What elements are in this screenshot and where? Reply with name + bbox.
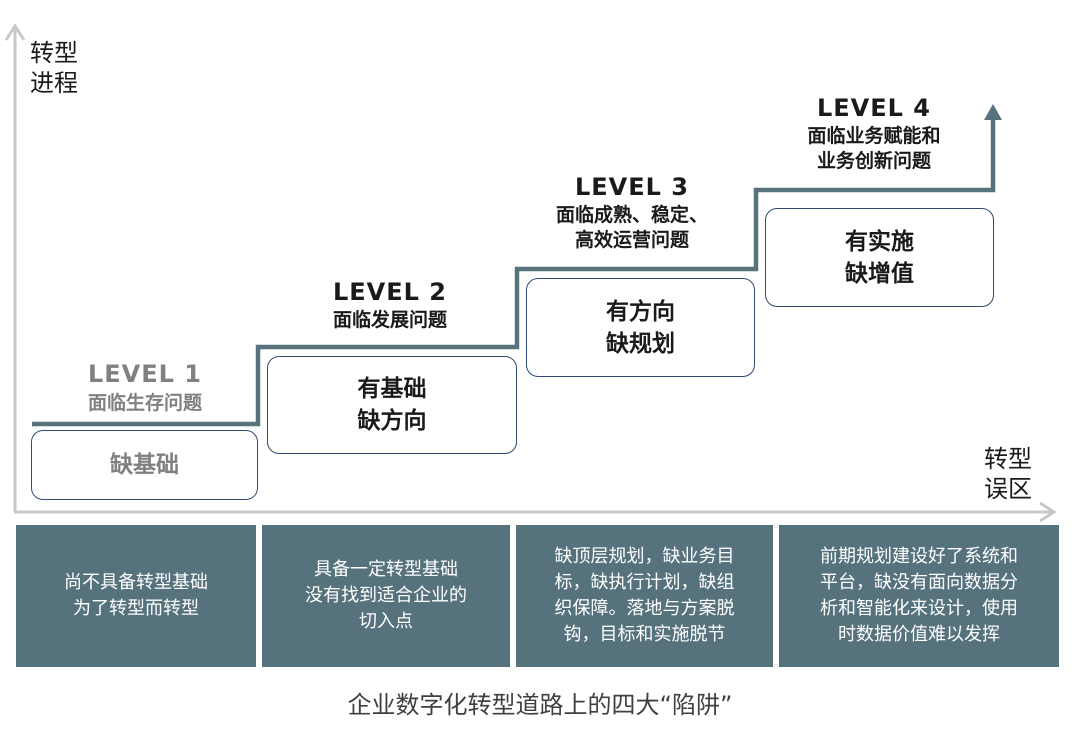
- level-1-title: LEVEL 1: [87, 360, 202, 388]
- y-axis-label: 转型 进程: [30, 38, 78, 98]
- level-2-box: 有基础 缺方向: [267, 356, 517, 454]
- level-2-box-line: 有基础: [357, 376, 427, 402]
- level-2-title: LEVEL 2: [332, 278, 447, 306]
- level-1-subtitle-line: 面临生存问题: [87, 392, 202, 414]
- level-4-box-line: 缺增值: [845, 260, 914, 287]
- level-4-title: LEVEL 4: [816, 94, 931, 122]
- level-2-subtitle: 面临发展问题: [265, 308, 515, 333]
- staircase-arrowhead: [984, 104, 1002, 120]
- panel-text-line: 为了转型而转型: [73, 598, 199, 619]
- level-3-box: 有方向 缺规划: [526, 278, 755, 377]
- y-axis-label-line: 进程: [30, 69, 78, 97]
- level-3-subtitle: 面临成熟、稳定、 高效运营问题: [517, 203, 747, 253]
- x-axis-label-line: 转型: [984, 445, 1032, 473]
- panel-text-line: 没有找到适合企业的: [305, 585, 467, 606]
- staircase-line: [32, 118, 996, 427]
- panel-level-4: 前期规划建设好了系统和 平台，缺没有面向数据分 析和智能化来设计，使用 时数据价…: [779, 525, 1059, 667]
- panel-level-3: 缺顶层规划，缺业务目 标，缺执行计划，缺组 织保障。落地与方案脱 钩，目标和实施…: [516, 525, 773, 667]
- level-4-subtitle-line: 业务创新问题: [816, 150, 931, 172]
- y-axis-arrowhead: [4, 23, 26, 41]
- level-2-subtitle-line: 面临发展问题: [332, 309, 447, 331]
- panel-text-line: 切入点: [359, 611, 413, 632]
- level-1-box: 缺基础: [31, 430, 258, 500]
- panel-text-line: 具备一定转型基础: [314, 559, 458, 580]
- panel-text-line: 时数据价值难以发挥: [838, 624, 1000, 645]
- level-4-subtitle: 面临业务赋能和 业务创新问题: [756, 124, 992, 174]
- level-2-box-line: 缺方向: [357, 408, 427, 434]
- panel-text-line: 尚不具备转型基础: [64, 572, 208, 593]
- panel-text-line: 织保障。落地与方案脱: [554, 598, 735, 619]
- y-axis-label-line: 转型: [30, 39, 78, 67]
- level-4-box-line: 有实施: [845, 228, 914, 255]
- level-3-box-line: 有方向: [606, 298, 675, 325]
- panel-level-2: 具备一定转型基础 没有找到适合企业的 切入点: [262, 525, 510, 667]
- level-1-subtitle: 面临生存问题: [32, 391, 258, 416]
- level-4-box: 有实施 缺增值: [765, 208, 994, 307]
- panel-level-1: 尚不具备转型基础 为了转型而转型: [16, 525, 256, 667]
- x-axis-arrowhead: [1039, 501, 1057, 523]
- panel-text-line: 标，缺执行计划，缺组: [554, 572, 735, 593]
- level-3-box-line: 缺规划: [606, 330, 675, 357]
- panel-text-line: 平台，缺没有面向数据分: [820, 572, 1018, 593]
- panel-text-line: 钩，目标和实施脱节: [563, 624, 726, 645]
- level-3-title: LEVEL 3: [574, 173, 689, 201]
- level-3-subtitle-line: 面临成熟、稳定、: [555, 204, 708, 226]
- level-1-box-line: 缺基础: [110, 452, 179, 478]
- level-4-subtitle-line: 面临业务赋能和: [807, 125, 941, 147]
- x-axis-label: 转型 误区: [984, 444, 1032, 504]
- figure-caption: 企业数字化转型道路上的四大“陷阱”: [347, 691, 733, 719]
- x-axis-label-line: 误区: [984, 475, 1032, 503]
- panel-text-line: 析和智能化来设计，使用: [820, 598, 1018, 619]
- level-3-subtitle-line: 高效运营问题: [574, 229, 689, 251]
- panel-text-line: 前期规划建设好了系统和: [820, 546, 1018, 567]
- panel-text-line: 缺顶层规划，缺业务目: [554, 546, 735, 567]
